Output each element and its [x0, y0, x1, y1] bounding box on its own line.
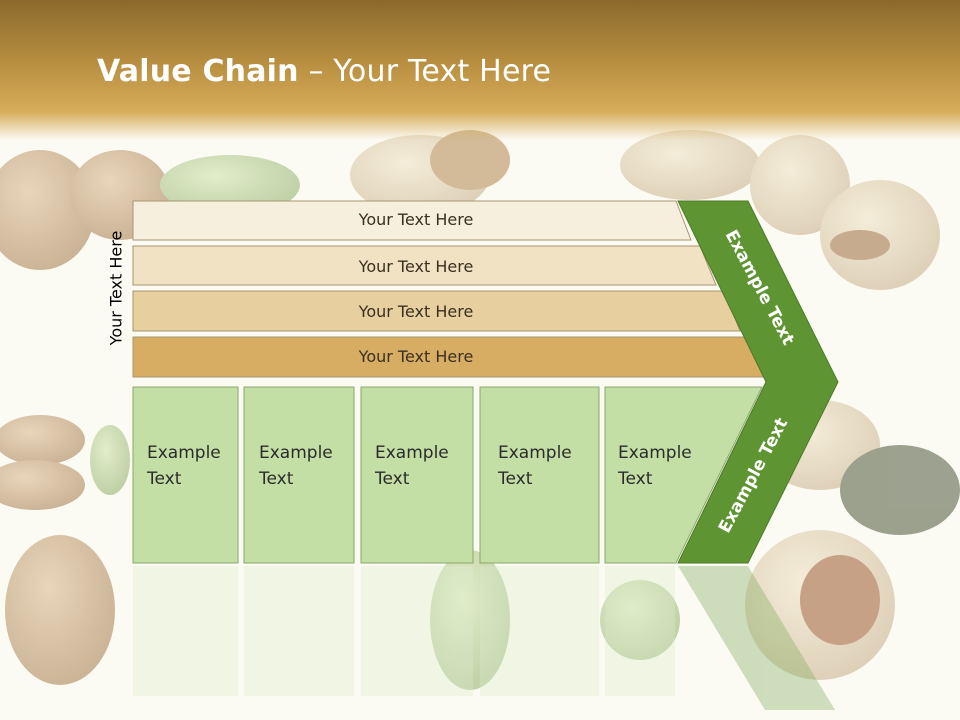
example-box-2: Example Text	[243, 386, 355, 564]
value-row-label-2: Your Text Here	[358, 257, 474, 276]
value-row-label-1: Your Text Here	[358, 210, 474, 229]
header-band	[0, 0, 960, 140]
value-row-3	[132, 290, 741, 332]
example-box-rect-2	[243, 386, 355, 564]
example-box-rect-1	[132, 386, 239, 564]
example-box-4: Example Text	[479, 386, 600, 564]
example-box-text-5b: Text	[617, 469, 653, 489]
title-bold: Value Chain	[97, 54, 299, 89]
reflection	[133, 566, 835, 710]
example-box-3: Example Text	[360, 386, 474, 564]
example-box-text-1a: Example	[147, 443, 221, 463]
chevron-reflection	[678, 566, 835, 710]
example-box-rect-4	[479, 386, 600, 564]
value-row-label-4: Your Text Here	[358, 347, 474, 366]
box-reflection	[133, 566, 238, 696]
example-box-shape-5	[604, 386, 763, 564]
box-reflection	[361, 566, 473, 696]
example-box-text-3b: Text	[374, 469, 410, 489]
example-box-rect-3	[360, 386, 474, 564]
value-row-1	[132, 200, 692, 241]
example-box-text-2a: Example	[259, 443, 333, 463]
example-box-text-4a: Example	[498, 443, 572, 463]
example-box-5: Example Text	[604, 386, 763, 564]
example-box-1: Example Text	[132, 386, 239, 564]
example-box-text-3a: Example	[375, 443, 449, 463]
example-box-text-4b: Text	[497, 469, 533, 489]
box-reflection	[605, 566, 675, 696]
box-reflection	[244, 566, 354, 696]
example-box-text-1b: Text	[146, 469, 182, 489]
example-box-text-5a: Example	[618, 443, 692, 463]
value-row-label-3: Your Text Here	[358, 302, 474, 321]
chevron-arrow	[677, 200, 839, 564]
value-row-2	[132, 245, 717, 286]
title-rest: – Your Text Here	[298, 54, 552, 89]
box-reflection	[480, 566, 599, 696]
slide-title: Value Chain – Your Text Here	[97, 54, 551, 89]
example-box-text-2b: Text	[258, 469, 294, 489]
